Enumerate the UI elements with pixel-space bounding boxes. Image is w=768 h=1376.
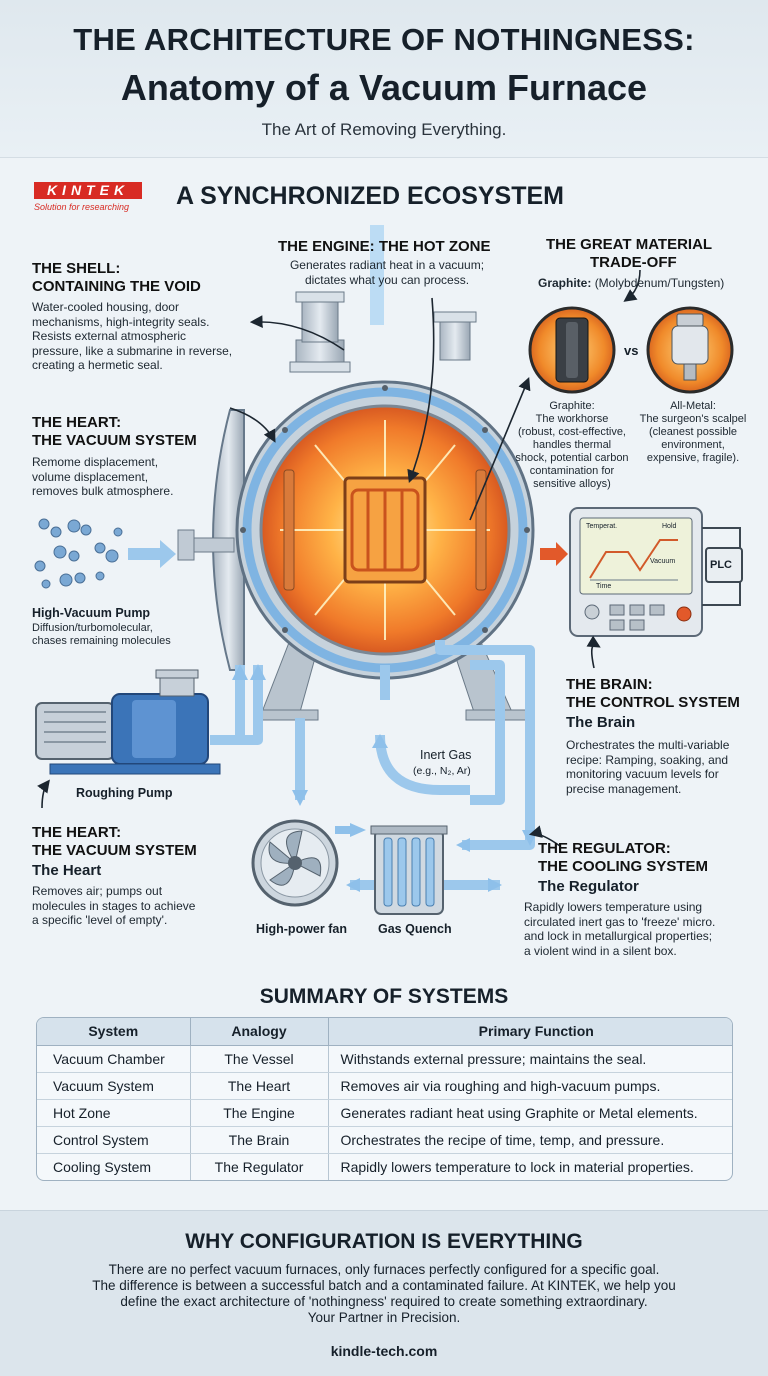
heart-top-description: Remome displacement,volume displacement,… (32, 455, 174, 498)
fan-graphic (251, 819, 339, 907)
table-row: Cooling System The Regulator Rapidly low… (37, 1153, 732, 1180)
table-cell: Removes air via roughing and high-vacuum… (328, 1072, 732, 1100)
inert-gas-formula: (e.g., N₂, Ar) (413, 765, 471, 777)
furnace-door (177, 409, 245, 671)
shell-title: THE SHELL:CONTAINING THE VOID (32, 260, 201, 295)
panel-time-label: Time (596, 583, 612, 590)
control-panel-graphic (569, 507, 743, 637)
regulator-subtitle: The Regulator (538, 878, 639, 895)
graphite-description: Graphite:The workhorse (robust, cost-eff… (515, 400, 629, 490)
table-cell: Vacuum System (37, 1072, 191, 1100)
table-cell: Hot Zone (37, 1099, 191, 1127)
table-header-cell: System (37, 1018, 191, 1046)
high-vacuum-pump-label: High-Vacuum Pump (32, 606, 151, 620)
table-row: Control System The Brain Orchestrates th… (37, 1126, 732, 1154)
roughing-pump-label: Roughing Pump (76, 786, 173, 800)
table-header-cell: Analogy (190, 1018, 329, 1046)
high-vacuum-pump-description: Diffusion/turbomolecular,chases remainin… (32, 622, 171, 647)
why-text: There are no perfect vacuum furnaces, on… (92, 1262, 676, 1325)
roughing-pump-graphic (35, 669, 221, 775)
table-header-row: System Analogy Primary Function (37, 1018, 732, 1046)
table-cell: The Heart (190, 1072, 329, 1100)
footer-band (0, 1210, 768, 1376)
metal-element-graphic (646, 306, 734, 394)
table-row: Vacuum Chamber The Vessel Withstands ext… (37, 1045, 732, 1073)
engine-title: THE ENGINE: THE HOT ZONE (278, 238, 491, 255)
panel-hold-label: Hold (662, 523, 677, 530)
why-title: WHY CONFIGURATION IS EVERYTHING (185, 1230, 583, 1253)
panel-vacuum-label: Vacuum (650, 558, 676, 565)
heater-right (475, 469, 487, 591)
vacuum-flow-arrow (128, 540, 176, 568)
website-link[interactable]: kindle-tech.com (330, 1343, 438, 1359)
heater-left (283, 469, 295, 591)
plc-label: PLC (710, 559, 732, 571)
summary-table: System Analogy Primary Function Vacuum C… (36, 1017, 733, 1181)
table-cell: The Regulator (190, 1153, 329, 1180)
header-band (0, 0, 768, 158)
logo-tagline: Solution for researching (34, 202, 130, 212)
engine-description: Generates radiant heat in a vacuum;dicta… (289, 258, 485, 287)
table-cell: Orchestrates the recipe of time, temp, a… (328, 1126, 732, 1154)
table-cell: The Brain (190, 1126, 329, 1154)
graphite-element-graphic (528, 306, 616, 394)
ecosystem-title: A SYNCHRONIZED ECOSYSTEM (176, 182, 565, 210)
summary-title: SUMMARY OF SYSTEMS (259, 985, 509, 1008)
table-row: Vacuum System The Heart Removes air via … (37, 1072, 732, 1100)
pointer-lines (37, 269, 641, 847)
page-subtitle: The Art of Removing Everything. (261, 120, 507, 139)
page-title-line2: Anatomy of a Vacuum Furnace (120, 67, 648, 108)
panel-temp-label: Temperat. (586, 523, 618, 530)
materials-subtitle: Graphite: (Molybdenum/Tungsten) (538, 276, 725, 290)
heart-bottom-subtitle: The Heart (32, 862, 102, 879)
heart-top-title: THE HEART:THE VACUUM SYSTEM (32, 414, 197, 449)
table-cell: Control System (37, 1126, 191, 1154)
signal-arrow (540, 542, 568, 566)
kintek-logo: KINTEK (34, 182, 142, 199)
table-cell: Vacuum Chamber (37, 1045, 191, 1073)
table-cell: The Vessel (190, 1045, 329, 1073)
table-cell: Withstands external pressure; maintains … (328, 1045, 732, 1073)
fan-label: High-power fan (256, 922, 347, 936)
page-title-line1: THE ARCHITECTURE OF NOTHINGNESS: (73, 22, 695, 57)
gas-quench-graphic (370, 825, 448, 915)
metal-description: All-Metal:The surgeon's scalpel (cleanes… (639, 400, 747, 464)
table-header-cell: Primary Function (328, 1018, 732, 1046)
gas-quench-label: Gas Quench (378, 922, 452, 936)
regulator-title: THE REGULATOR:THE COOLING SYSTEM (538, 840, 709, 875)
table-cell: Cooling System (37, 1153, 191, 1180)
heating-element (343, 476, 427, 584)
gas-molecules (34, 518, 123, 589)
table-cell: Rapidly lowers temperature to lock in ma… (340, 1158, 694, 1175)
versus-label: vs (624, 343, 639, 358)
table-cell: Generates radiant heat using Graphite or… (328, 1099, 732, 1127)
inert-gas-label: Inert Gas (420, 748, 472, 762)
table-row: Hot Zone The Engine Generates radiant he… (37, 1099, 732, 1127)
brain-title: THE BRAIN:THE CONTROL SYSTEM (566, 676, 740, 711)
table-cell: The Engine (190, 1099, 329, 1127)
top-water-pipe (370, 225, 384, 325)
heart-bottom-title: THE HEART:THE VACUUM SYSTEM (32, 824, 197, 859)
brain-subtitle: The Brain (566, 714, 636, 731)
